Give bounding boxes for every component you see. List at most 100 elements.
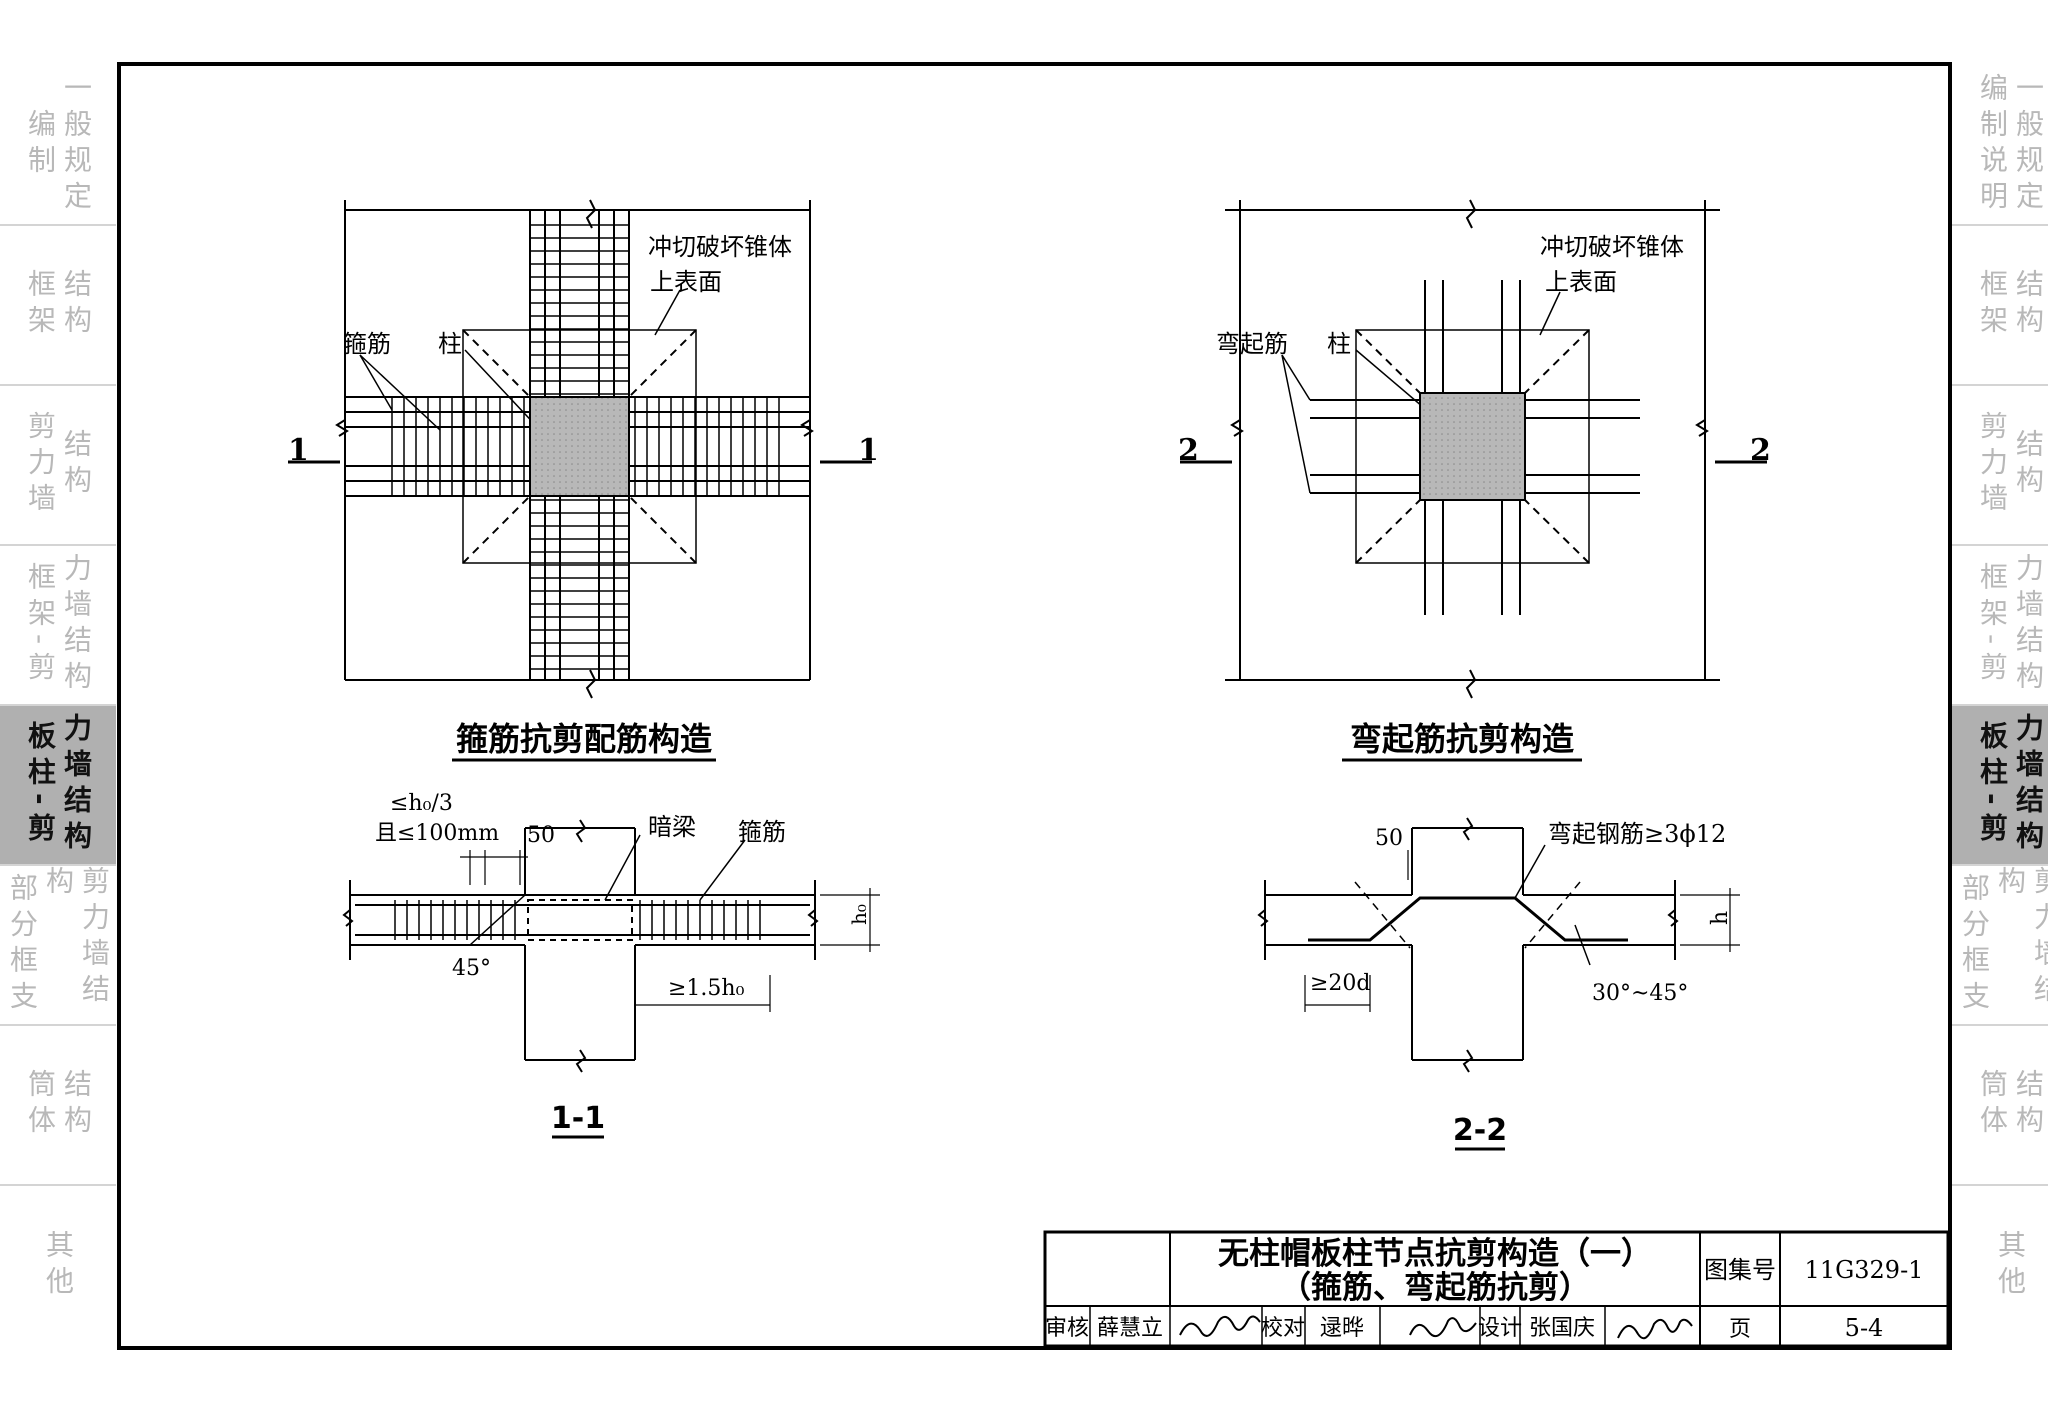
title-block [1043,1230,1950,1348]
left-plan-cone-label-1: 冲切破坏锥体 [648,233,792,261]
sidebar-right-label: 部分框支 [1958,873,1991,1017]
section-2-drawing [1257,817,1740,1073]
sidebar-right-label: 筒体 [1976,1069,2009,1141]
sidebar-left-item-tube[interactable]: 筒体结构 [0,1026,116,1186]
sidebar-right-item-general[interactable]: 编制说明一般规定 [1952,66,2048,226]
sidebar-left-item-frame[interactable]: 框架结构 [0,226,116,386]
sidebar-left-label: 一般规定 [60,73,93,217]
title-block-page-label: 页 [1729,1317,1751,1342]
title-block-review-label: 审核 [1045,1316,1089,1341]
sidebar-right-item-other[interactable]: 其他 [1952,1186,2048,1346]
left-plan-stirrups-horizontal [391,397,780,496]
sidebar-left-item-other[interactable]: 其他 [0,1186,116,1346]
sidebar-left-item-slab-column[interactable]: 板柱-剪力墙结构 [0,706,116,866]
section-2-bent-bar-label: 弯起钢筋≥3ϕ12 [1548,820,1726,848]
signature-designer [1617,1318,1693,1340]
title-block-atlas-no: 11G329-1 [1805,1256,1924,1284]
sidebar-left-item-shear-wall[interactable]: 剪力墙结构 [0,386,116,546]
section-1-h0-label: h₀ [847,904,871,925]
sidebar-left-label: 结构 [60,429,93,501]
sidebar-right-item-slab-column[interactable]: 板柱-剪力墙结构 [1952,706,2048,866]
title-block-title-2: （箍筋、弯起筋抗剪） [1280,1270,1590,1306]
sidebar-right-label: 结构 [2012,269,2045,341]
right-plan-cone-label-2: 上表面 [1545,268,1617,296]
sidebar-right-label: 剪力墙 [1976,411,2009,519]
left-plan-stirrups-vertical [530,224,629,670]
section-1-stirrup-label: 箍筋 [738,818,786,846]
title-block-page-no: 5-4 [1845,1314,1884,1342]
section-2-caption: 2-2 [1453,1113,1507,1148]
sidebar-left-label: 剪力墙 [24,411,57,519]
signature-checker [1409,1317,1477,1338]
sidebar-left-label: 框架 [24,269,57,341]
left-plan-cone-label-2: 上表面 [650,268,722,296]
title-block-designer: 张国庆 [1529,1316,1595,1341]
sidebar-left-label: 筒体 [24,1069,57,1141]
sidebar-left-label: 编制 [24,109,57,181]
sidebar-left-label: 结构 [60,269,93,341]
drawing-frame [117,62,1952,1350]
left-plan-column-label: 柱 [438,330,462,358]
sidebar-left-item-frame-shear-wall[interactable]: 框架-剪力墙结构 [0,546,116,706]
sidebar-left-label: 结构 [60,1069,93,1141]
section-1-stirrups [394,900,761,940]
sidebar-right-label: 剪力墙结构 [1994,866,2048,1010]
section-2-anchor-label: ≥20d [1310,971,1371,996]
sidebar-right-item-frame[interactable]: 框架结构 [1952,226,2048,386]
left-plan-caption: 箍筋抗剪配筋构造 [456,720,712,758]
sidebar-left-label: 框架-剪 [24,561,57,689]
sidebar-right-label: 力墙结构 [2012,553,2045,697]
sidebar-right-label: 一般规定 [2012,73,2045,217]
sidebar-left-label: 板柱-剪 [24,721,57,849]
sidebar-left-label: 力墙结构 [60,553,93,697]
title-block-check-label: 校对 [1261,1316,1305,1341]
sidebar-right-item-frame-shear-wall[interactable]: 框架-剪力墙结构 [1952,546,2048,706]
sidebar-right-label: 框架-剪 [1976,561,2009,689]
signature-reviewer [1179,1315,1261,1337]
sidebar-right: 编制说明一般规定 框架结构 剪力墙结构 框架-剪力墙结构 板柱-剪力墙结构 部分… [1952,66,2048,1346]
right-plan-caption: 弯起筋抗剪构造 [1350,720,1574,758]
sidebar-right-label: 板柱-剪 [1976,721,2009,849]
right-plan-section-mark-left: 2 [1178,433,1199,468]
sidebar-right-label: 框架 [1976,269,2009,341]
sidebar-right-item-shear-wall[interactable]: 剪力墙结构 [1952,386,2048,546]
title-block-title-1: 无柱帽板柱节点抗剪构造（一） [1218,1236,1652,1272]
sidebar-left-label: 剪力墙结构 [42,866,111,1010]
sidebar-right-label: 其他 [1994,1230,2027,1302]
section-1-hidden-beam-label: 暗梁 [648,813,696,841]
sidebar-right-item-tube[interactable]: 筒体结构 [1952,1026,2048,1186]
right-plan-cone-label-1: 冲切破坏锥体 [1540,233,1684,261]
sidebar-left-label: 部分框支 [6,873,39,1017]
title-block-atlas-label: 图集号 [1704,1256,1776,1284]
sidebar-left-label: 其他 [42,1230,75,1302]
title-block-reviewer: 薛慧立 [1097,1316,1163,1341]
right-plan-column [1419,392,1526,501]
sidebar-right-label: 力墙结构 [2012,713,2045,857]
title-block-design-label: 设计 [1478,1316,1522,1341]
left-plan-section-mark-right: 1 [858,433,879,468]
sidebar-left-item-general[interactable]: 编制一般规定 [0,66,116,226]
section-1-caption: 1-1 [551,1101,605,1136]
sidebar-right-label: 结构 [2012,1069,2045,1141]
sidebar-right-item-frame-supported[interactable]: 部分框支剪力墙结构 [1952,866,2048,1026]
left-plan-section-mark-left: 1 [288,433,309,468]
left-plan-stirrup-label: 箍筋 [343,330,391,358]
section-1-spacing-label-2: 且≤100mm [375,821,499,846]
sidebar-left-label: 力墙结构 [60,713,93,857]
section-1-drawing [342,819,880,1073]
right-plan-section-mark-right: 2 [1750,433,1771,468]
sidebar-right-label: 编制说明 [1976,73,2009,217]
section-2-dim-50: 50 [1375,826,1403,851]
sidebar-right-label: 结构 [2012,429,2045,501]
title-block-checker: 逯晔 [1320,1316,1364,1341]
sidebar-left-item-frame-supported[interactable]: 部分框支剪力墙结构 [0,866,116,1026]
section-2-h-label: h [1708,911,1733,925]
sidebar-left: 编制一般规定 框架结构 剪力墙结构 框架-剪力墙结构 板柱-剪力墙结构 部分框支… [0,66,116,1346]
right-plan-column-label: 柱 [1327,330,1351,358]
right-plan-bent-bar-label: 弯起筋 [1216,330,1288,358]
section-1-spacing-label-1: ≤h₀/3 [390,791,453,816]
section-1-dim-50: 50 [527,823,555,848]
section-1-angle-label: 45° [452,956,491,981]
section-2-angle-label: 30°~45° [1592,981,1688,1006]
